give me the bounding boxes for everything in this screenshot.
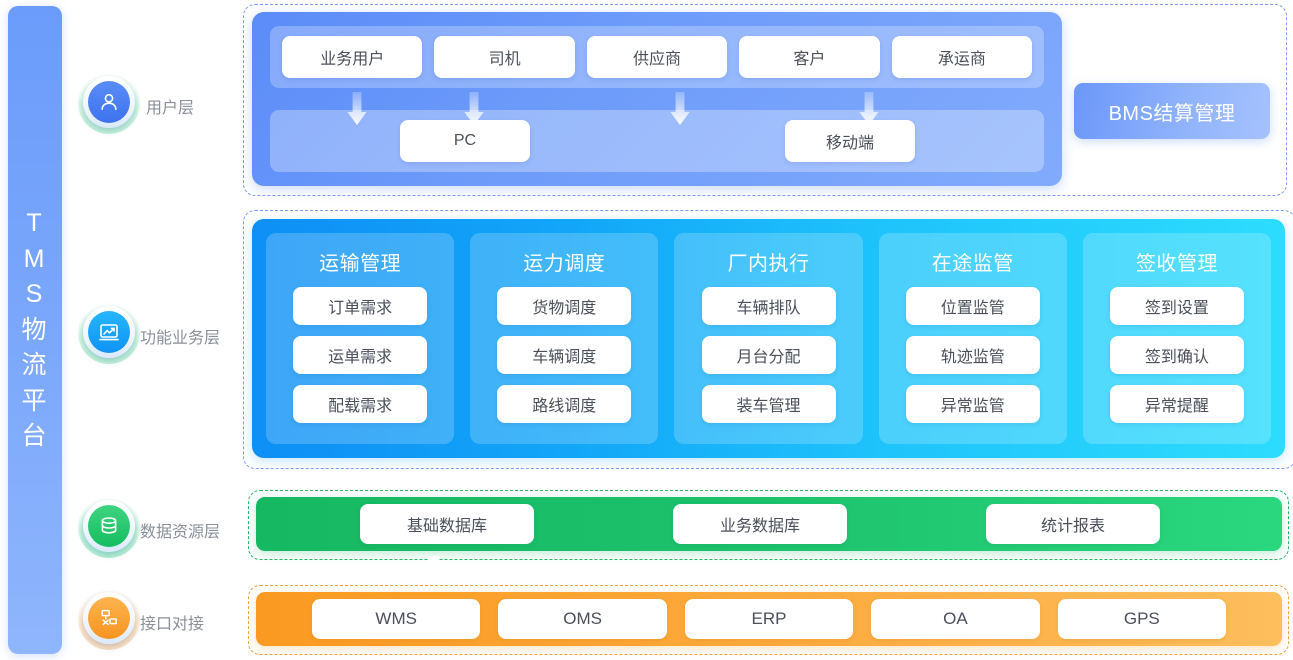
role-chip[interactable]: 承运商 (891, 36, 1033, 78)
layer-badge-user (78, 72, 140, 134)
layer-label-user: 用户层 (146, 100, 195, 117)
function-column-inplant: 厂内执行 车辆排队 月台分配 装车管理 (674, 233, 863, 444)
api-chip[interactable]: WMS (312, 599, 481, 639)
layer-label-data: 数据资源层 (140, 524, 221, 541)
api-chip[interactable]: OMS (498, 599, 667, 639)
function-column-transport: 运输管理 订单需求 运单需求 配载需求 (266, 233, 455, 444)
flow-arrow-down-icon (420, 556, 448, 590)
function-item[interactable]: 装车管理 (701, 385, 836, 423)
function-item[interactable]: 异常提醒 (1109, 385, 1244, 423)
platform-title-char: M (23, 244, 47, 273)
terminal-chip-mobile[interactable]: 移动端 (785, 120, 915, 162)
api-layer-band: WMS OMS ERP OA GPS (256, 592, 1282, 646)
role-chip[interactable]: 业务用户 (282, 36, 423, 78)
function-item[interactable]: 运单需求 (293, 336, 428, 374)
function-layer-band: 运输管理 订单需求 运单需求 配载需求 运力调度 货物调度 车辆调度 路线调度 … (252, 219, 1285, 458)
function-item[interactable]: 订单需求 (293, 287, 428, 325)
function-item[interactable]: 货物调度 (497, 287, 632, 325)
role-chip[interactable]: 司机 (434, 36, 575, 78)
platform-title-char: 平 (21, 386, 49, 415)
function-item[interactable]: 签到设置 (1109, 287, 1244, 325)
function-item[interactable]: 车辆排队 (701, 287, 836, 325)
flow-arrow-down-icon (346, 92, 368, 126)
role-chip[interactable]: 供应商 (586, 36, 728, 78)
bms-settlement-button[interactable]: BMS结算管理 (1074, 83, 1270, 139)
platform-title-char: T (26, 208, 44, 237)
flow-arrow-down-icon (463, 92, 485, 126)
function-column-capacity: 运力调度 货物调度 车辆调度 路线调度 (470, 233, 659, 444)
function-item[interactable]: 轨迹监管 (905, 336, 1040, 374)
function-column-title: 运力调度 (523, 253, 606, 275)
api-chip[interactable]: ERP (684, 599, 854, 639)
function-column-title: 在途监管 (931, 253, 1014, 275)
function-column-title: 运输管理 (319, 253, 402, 275)
function-column-signoff: 签收管理 签到设置 签到确认 异常提醒 (1082, 233, 1272, 444)
data-layer-frame (248, 490, 1289, 560)
api-chip[interactable]: OA (871, 599, 1040, 639)
function-column-title: 签收管理 (1135, 253, 1218, 275)
data-chip[interactable]: 统计报表 (986, 504, 1160, 544)
function-item[interactable]: 位置监管 (905, 287, 1040, 325)
platform-title-char: 物 (21, 315, 49, 344)
user-icon (88, 81, 130, 123)
data-chip[interactable]: 业务数据库 (673, 504, 847, 544)
role-chip[interactable]: 客户 (739, 36, 880, 78)
terminal-chip-pc[interactable]: PC (400, 120, 530, 162)
user-terminals-row (270, 110, 1044, 172)
function-column-intransit: 在途监管 位置监管 轨迹监管 异常监管 (878, 233, 1067, 444)
platform-title-char: 台 (21, 421, 49, 450)
layer-badge-data (78, 496, 140, 558)
function-item[interactable]: 路线调度 (497, 385, 632, 423)
user-layer-frame (243, 4, 1287, 196)
api-layer-frame (248, 585, 1289, 655)
platform-title-char: 流 (21, 350, 49, 379)
function-column-title: 厂内执行 (727, 253, 810, 275)
layer-label-api: 接口对接 (140, 616, 205, 633)
layer-badge-api (78, 588, 140, 650)
function-item[interactable]: 签到确认 (1109, 336, 1244, 374)
user-layer-band: 业务用户 司机 供应商 客户 承运商 (252, 12, 1062, 186)
data-chip[interactable]: 基础数据库 (360, 504, 534, 544)
function-item[interactable]: 配载需求 (293, 385, 428, 423)
network-icon (88, 597, 130, 639)
flow-arrow-down-icon (858, 92, 880, 126)
function-layer-frame (243, 210, 1293, 469)
flow-arrow-down-icon (669, 92, 691, 126)
layer-badge-function (78, 302, 140, 364)
layer-label-function: 功能业务层 (140, 330, 221, 347)
function-item[interactable]: 异常监管 (905, 385, 1040, 423)
platform-title-char: S (25, 279, 45, 308)
database-icon (88, 505, 130, 547)
function-item[interactable]: 车辆调度 (497, 336, 632, 374)
function-item[interactable]: 月台分配 (701, 336, 836, 374)
api-chip[interactable]: GPS (1057, 599, 1227, 639)
user-roles-row: 业务用户 司机 供应商 客户 承运商 (270, 26, 1044, 88)
chart-icon (88, 311, 130, 353)
